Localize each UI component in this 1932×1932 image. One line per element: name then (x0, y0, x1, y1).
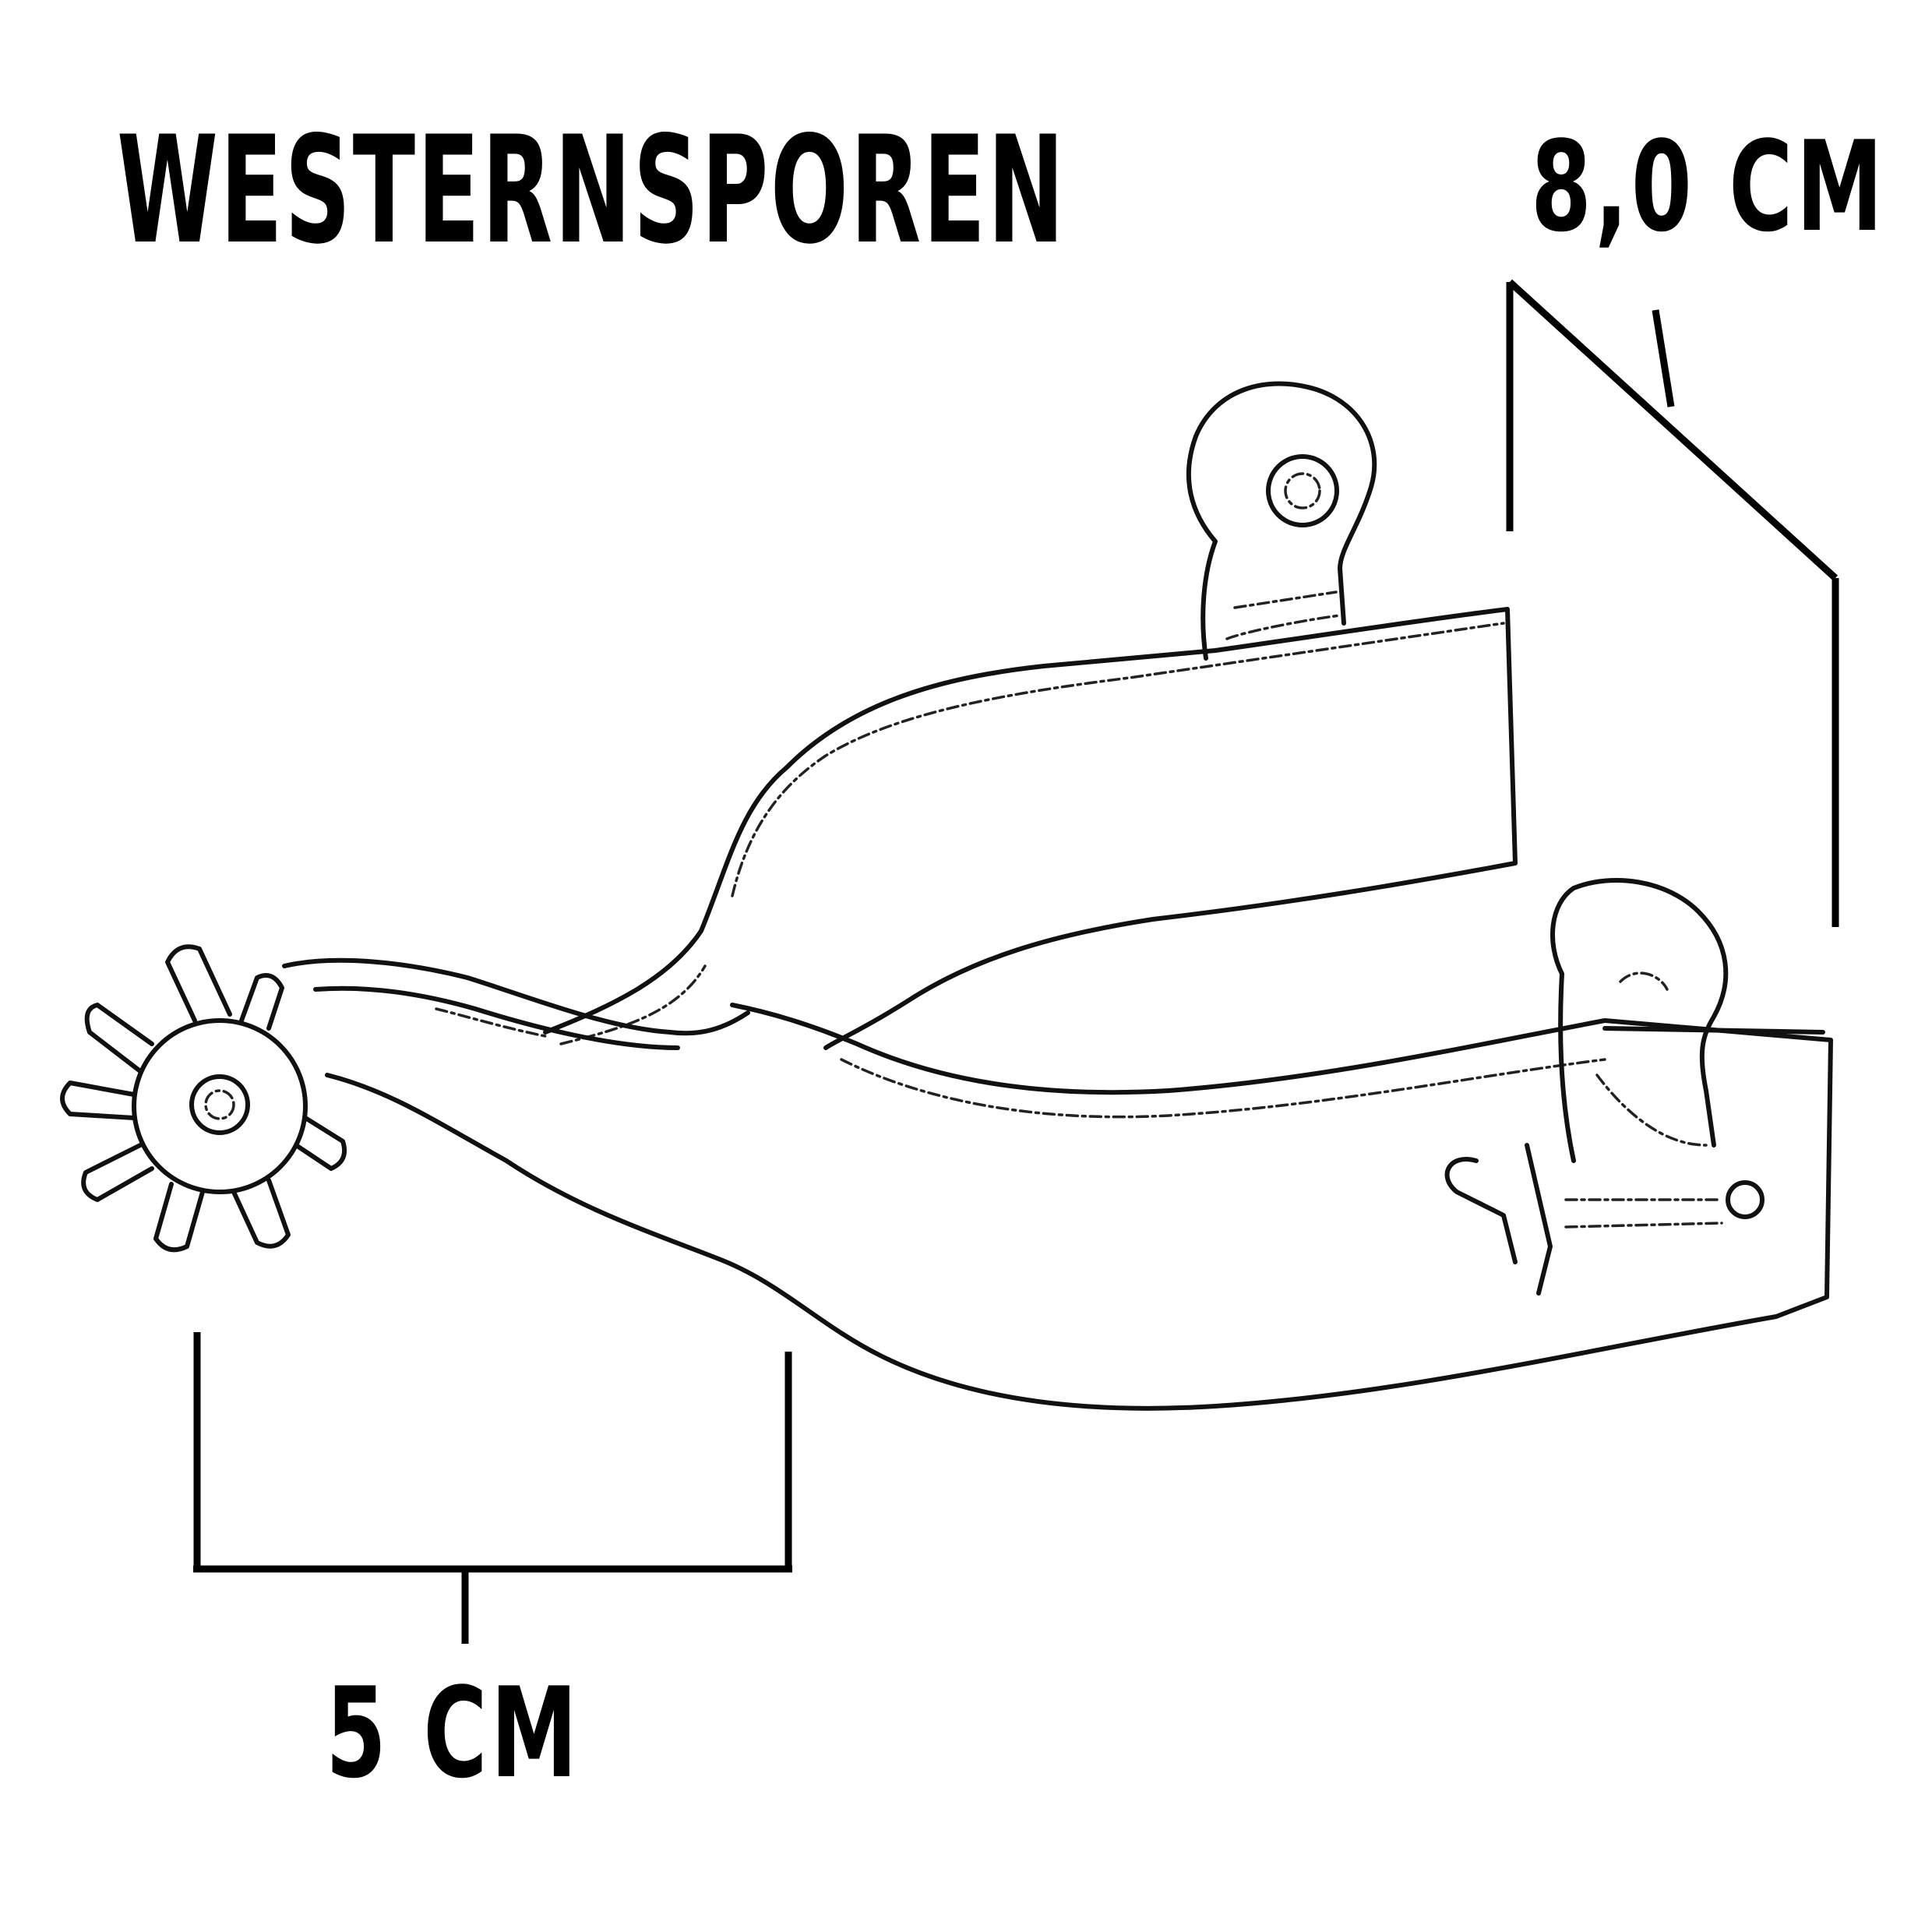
spur-side-button (1444, 878, 1765, 1296)
diagram-title: WESTERNSPOREN (117, 104, 1066, 277)
spur-shank (282, 957, 750, 1050)
rowel-points (60, 944, 347, 1253)
dimension-label-neck: 5 CM (326, 1660, 581, 1806)
dimension-neck (193, 1332, 792, 1644)
spur-front-arm (325, 1003, 1833, 1411)
spur-back-arm (543, 607, 1518, 1050)
dimension-width (1506, 279, 1839, 927)
spur-rowel (60, 944, 347, 1253)
spur-top-button (1186, 381, 1377, 661)
dimension-label-width: 8,0 CM (1531, 114, 1887, 259)
